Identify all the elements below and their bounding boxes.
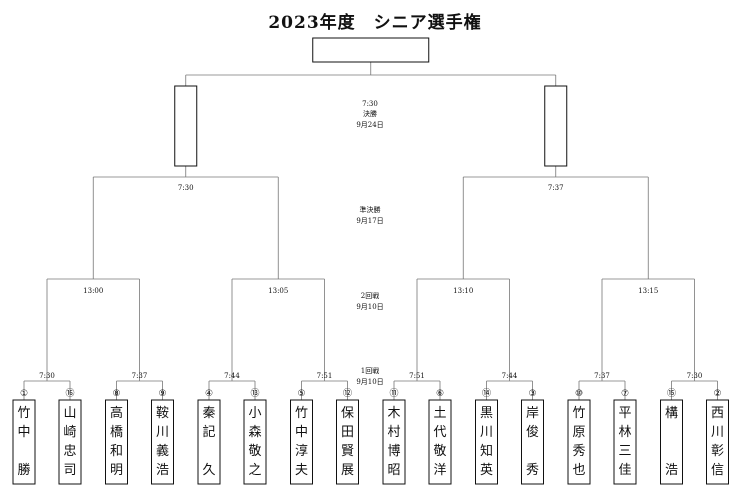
player-box xyxy=(475,399,498,485)
bracket-lines xyxy=(23,62,718,400)
player-seed: ② xyxy=(713,389,721,399)
player-name: 木村博昭 xyxy=(387,406,400,478)
player-name: 高橋和明 xyxy=(110,405,123,478)
player-seed: ⑭ xyxy=(482,388,491,399)
player-box xyxy=(382,399,406,485)
r1-match-time: 7:37 xyxy=(132,372,148,380)
player-name: 竹中淳夫 xyxy=(295,406,308,478)
round1-date: 9月10日 xyxy=(356,378,383,386)
player-name: 黒川知英 xyxy=(480,406,493,478)
player-seed: ⑯ xyxy=(65,388,74,399)
final-round-name: 決勝 xyxy=(363,109,377,118)
player-name: 構浩 xyxy=(665,406,678,478)
round2-name: 2回戦 xyxy=(361,291,379,300)
r1-match-time: 7:37 xyxy=(594,372,610,380)
player-name: 西川彰信 xyxy=(711,406,724,478)
player-seed: ⑨ xyxy=(158,389,166,399)
player-seed: ⑥ xyxy=(436,389,444,399)
r1-match-time: 7:30 xyxy=(39,372,55,380)
player-seed: ⑩ xyxy=(575,389,583,399)
final-time: 7:30 xyxy=(362,100,378,108)
finalist-box xyxy=(544,85,568,167)
r1-match-time: 7:44 xyxy=(502,372,518,380)
player-seed: ⑪ xyxy=(389,388,398,399)
r1-match-time: 7:51 xyxy=(317,372,333,380)
semifinal-round-date: 9月17日 xyxy=(356,217,383,225)
r2-match-time: 13:15 xyxy=(638,287,658,295)
player-name: 秦記久 xyxy=(202,406,215,478)
player-seed: ④ xyxy=(205,389,213,399)
round1-name: 1回戦 xyxy=(361,366,379,375)
player-box xyxy=(613,399,637,485)
player-name: 土代敬洋 xyxy=(433,406,446,478)
player-seed: ⑤ xyxy=(297,389,305,399)
player-seed: ⑮ xyxy=(667,388,676,399)
player-name: 山崎忠司 xyxy=(63,406,76,478)
player-box xyxy=(706,399,729,485)
player-seed: ① xyxy=(20,389,28,399)
final-round-date: 9月24日 xyxy=(356,121,383,129)
player-name: 平林三佳 xyxy=(618,406,631,478)
player-name: 竹原秀也 xyxy=(572,406,585,478)
player-name: 竹中勝 xyxy=(17,406,30,478)
player-box xyxy=(660,399,683,485)
player-seed: ⑧ xyxy=(112,389,120,399)
r2-match-time: 13:05 xyxy=(268,287,288,295)
sf-match-time: 7:37 xyxy=(548,184,564,192)
player-name: 鞍川義浩 xyxy=(156,405,169,478)
r2-match-time: 13:00 xyxy=(83,287,103,295)
round2-date: 9月10日 xyxy=(356,303,383,311)
r2-match-time: 13:10 xyxy=(453,287,473,295)
player-box xyxy=(290,399,313,485)
player-box xyxy=(428,399,452,485)
player-name: 小森敬之 xyxy=(248,406,261,478)
player-box xyxy=(58,399,82,485)
sf-match-time: 7:30 xyxy=(178,184,194,192)
player-seed: ⑦ xyxy=(621,389,629,399)
player-box xyxy=(12,399,36,485)
player-box xyxy=(243,399,267,485)
r1-match-time: 7:51 xyxy=(409,372,425,380)
player-name: 保田賢展 xyxy=(341,406,354,478)
player-box xyxy=(197,399,221,485)
player-box xyxy=(567,399,591,485)
r1-match-time: 7:44 xyxy=(224,372,240,380)
page-title: 2023年度 シニア選手権 xyxy=(268,13,482,33)
player-seed: ⑬ xyxy=(250,388,259,399)
player-box xyxy=(336,399,359,485)
r1-match-time: 7:30 xyxy=(687,372,703,380)
champion-box xyxy=(312,37,430,63)
player-name: 岸俊秀 xyxy=(526,406,539,478)
player-box xyxy=(151,399,174,485)
player-box xyxy=(105,399,128,485)
player-seed: ③ xyxy=(528,389,536,399)
player-box xyxy=(521,399,544,485)
player-seed: ⑫ xyxy=(343,388,352,399)
finalist-box xyxy=(174,85,198,167)
semifinal-round-name: 準決勝 xyxy=(360,205,381,214)
